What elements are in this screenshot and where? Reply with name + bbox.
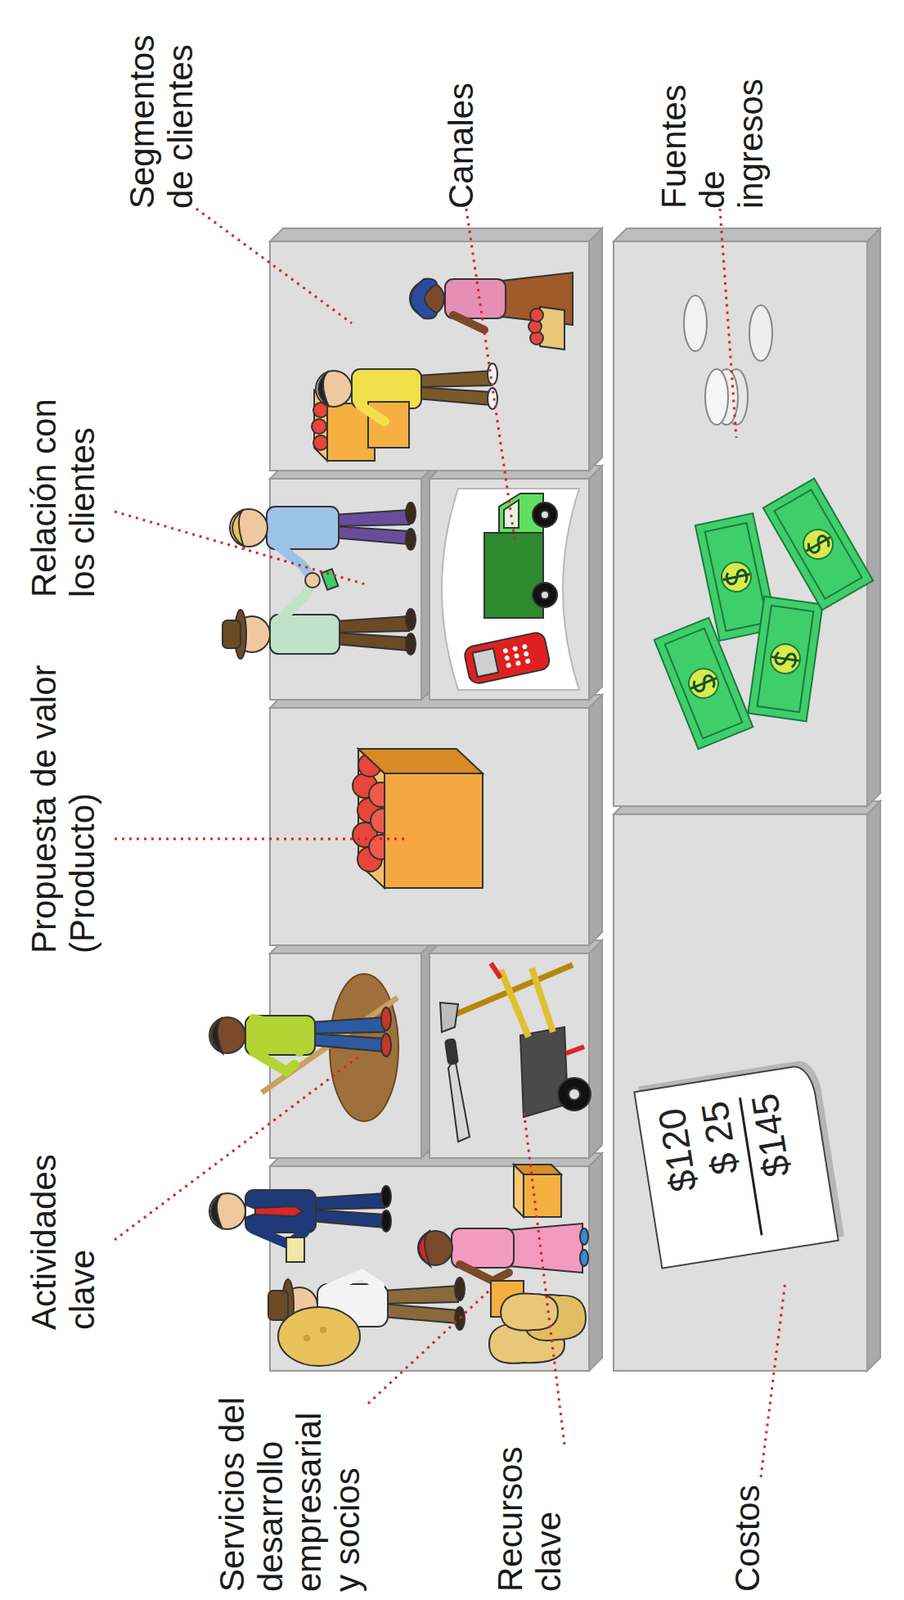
handshake-illustration — [222, 502, 416, 659]
channels-illustration — [463, 493, 558, 685]
callout-label: Canales — [441, 16, 481, 209]
revenue-block — [613, 228, 881, 806]
callout-label: Fuentes de ingresos — [654, 44, 770, 209]
leader-line — [114, 837, 410, 841]
callout-label: Actividades clave — [24, 1116, 102, 1330]
tomato-box — [352, 748, 483, 888]
leader-line — [114, 1055, 360, 1240]
partner-suit-man — [209, 1185, 392, 1262]
customer-man — [315, 363, 498, 448]
segments-illustration — [311, 272, 573, 461]
cell-phone — [463, 630, 551, 685]
callout-label: Relación con los clientes — [24, 359, 102, 598]
callout-label: Costos — [728, 1394, 767, 1592]
bank-note — [747, 596, 823, 722]
relationship-block — [269, 465, 435, 700]
receipt-paper: $120$ 25$145 — [633, 1062, 839, 1269]
resources-illustration — [440, 962, 591, 1142]
leader-line — [523, 1108, 565, 1444]
callout-label: Propuesta de valor (Producto) — [24, 609, 102, 954]
channels-block — [429, 465, 603, 700]
leader-line — [760, 1280, 786, 1477]
callout-label: Segmentos de clientes — [122, 16, 200, 209]
leader-line — [466, 208, 516, 545]
leader-line — [719, 208, 737, 438]
segments-block — [269, 228, 603, 471]
value-block — [269, 694, 603, 945]
coins — [683, 295, 773, 425]
leader-lines — [114, 208, 786, 1477]
partners-illustration — [209, 1164, 589, 1366]
canvas-blocks — [269, 228, 881, 1371]
sweeping-man — [209, 997, 398, 1093]
callout-label: Recursos clave — [490, 1394, 568, 1592]
buyer-man — [229, 502, 416, 579]
leader-line — [196, 208, 352, 324]
costs-block — [613, 800, 881, 1371]
leader-line — [368, 1288, 491, 1404]
receipt-amount: $145 — [738, 1089, 808, 1235]
callout-label: Servicios del desarrollo empresarial y s… — [212, 1386, 367, 1592]
partners-block — [269, 1152, 603, 1371]
partner-man — [268, 1273, 465, 1366]
seller-man — [222, 580, 416, 659]
bank-note — [763, 478, 873, 611]
leader-line — [114, 511, 369, 585]
green-truck — [484, 493, 558, 618]
customer-woman — [409, 272, 573, 350]
revenue-illustration — [654, 295, 874, 749]
partner-woman — [418, 1223, 589, 1331]
resources-block — [429, 939, 603, 1158]
